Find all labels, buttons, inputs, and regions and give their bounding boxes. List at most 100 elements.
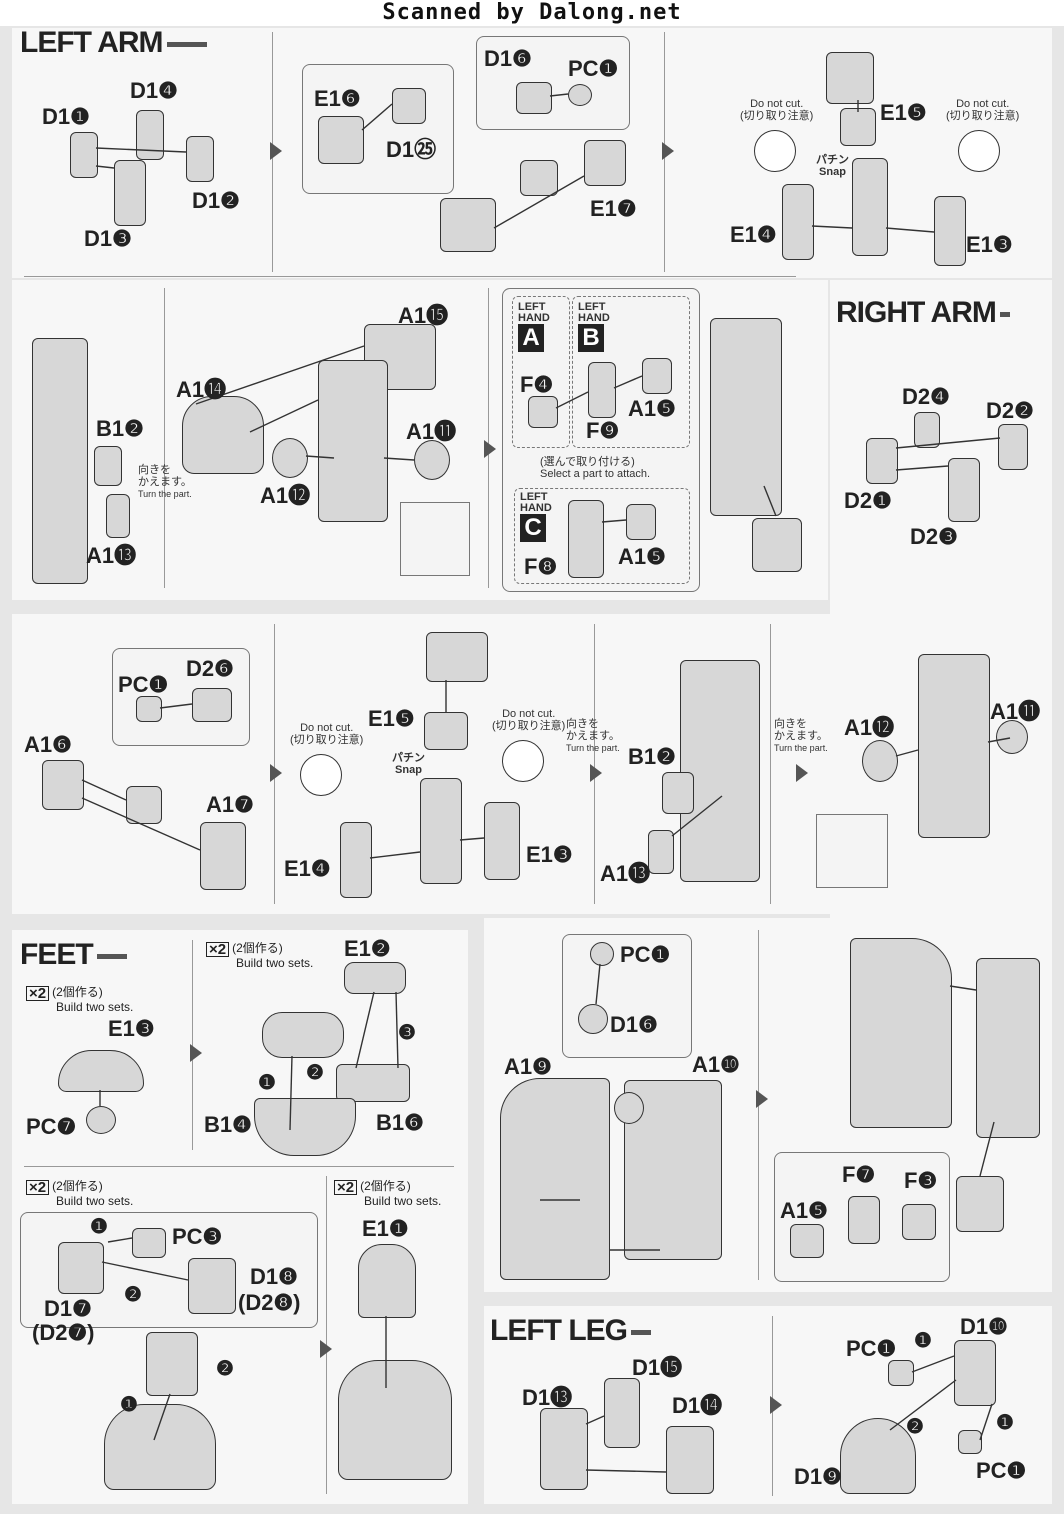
- part-shape: [340, 822, 372, 898]
- part-shape: [186, 136, 214, 182]
- part-shape: [338, 1360, 452, 1480]
- part-label: A1❼: [206, 792, 254, 817]
- do-not-cut-icon: [754, 130, 796, 172]
- part-label: F❾: [586, 418, 620, 443]
- step-number: ❶: [914, 1330, 932, 1352]
- part-shape: [954, 1340, 996, 1406]
- step-number: ❶: [996, 1412, 1014, 1434]
- part-shape: [94, 446, 122, 486]
- part-shape: [752, 518, 802, 572]
- hand-option-b: [572, 296, 690, 448]
- do-not-cut-icon: [300, 754, 342, 796]
- part-label: F❹: [520, 372, 554, 397]
- build-two-note: ×2(2個作る)Build two sets.: [26, 1180, 133, 1208]
- part-label: F❽: [524, 554, 558, 579]
- part-label: D2❶: [844, 488, 892, 513]
- part-label: D2❸: [910, 524, 958, 549]
- part-shape: [604, 1378, 640, 1448]
- part-label: B1❷: [628, 744, 676, 769]
- divider: [488, 288, 489, 588]
- part-label: D1❻: [484, 46, 532, 71]
- part-shape: [840, 1418, 916, 1494]
- part-shape: [440, 198, 496, 252]
- part-label: D1❸: [84, 226, 132, 251]
- hand-option-c: [514, 488, 690, 584]
- part-shape: [626, 504, 656, 540]
- do-not-cut-icon: [502, 740, 544, 782]
- part-shape: [426, 632, 488, 682]
- part-shape: [666, 1426, 714, 1494]
- left-arm-title: LEFT ARM: [20, 26, 207, 60]
- part-label: D1⓮: [672, 1393, 723, 1418]
- step-number: ❶: [90, 1216, 108, 1238]
- part-shape: [584, 140, 626, 186]
- part-shape: [862, 740, 898, 782]
- step-number: ❷: [216, 1358, 234, 1380]
- feet-title: FEET: [20, 938, 127, 972]
- part-shape: [126, 786, 162, 824]
- part-shape: [934, 196, 966, 266]
- part-label: PC❸: [172, 1224, 223, 1249]
- part-shape: [146, 1332, 198, 1396]
- part-shape: [852, 158, 888, 256]
- part-shape: [254, 1098, 356, 1156]
- part-shape: [516, 82, 552, 114]
- part-shape: [70, 132, 98, 178]
- step-arrow-icon: [270, 142, 282, 160]
- part-label: A1⓭: [86, 543, 137, 568]
- part-shape: [182, 396, 264, 474]
- part-shape: [86, 1106, 116, 1134]
- step-arrow-icon: [320, 1340, 332, 1358]
- part-shape: [826, 52, 874, 104]
- part-label: A1⓬: [260, 483, 311, 508]
- part-shape: [318, 116, 364, 164]
- part-label: F❼: [842, 1162, 876, 1187]
- step-number: ❶: [120, 1394, 138, 1416]
- part-label: D2❷: [986, 398, 1034, 423]
- part-shape: [998, 424, 1028, 470]
- part-shape: [578, 1004, 608, 1034]
- part-label: A1⓮: [176, 377, 227, 402]
- part-label: D1❾: [794, 1464, 842, 1489]
- build-two-note: ×2(2個作る)Build two sets.: [206, 942, 313, 970]
- part-shape: [42, 760, 84, 810]
- part-shape: [528, 396, 558, 428]
- step-arrow-icon: [756, 1090, 768, 1108]
- part-shape: [648, 830, 674, 874]
- do-not-cut-icon: [958, 130, 1000, 172]
- part-label: A1⓭: [600, 861, 651, 886]
- part-label: D2❻: [186, 656, 234, 681]
- build-two-note: ×2(2個作る)Build two sets.: [26, 986, 133, 1014]
- part-shape: [568, 84, 592, 106]
- part-shape: [136, 110, 164, 160]
- scan-credit-header: Scanned by Dalong.net: [0, 0, 1064, 26]
- part-label: D1㉕: [386, 137, 437, 162]
- part-shape: [956, 1176, 1004, 1232]
- part-shape: [188, 1258, 236, 1314]
- part-label: E1❼: [590, 196, 637, 221]
- part-label: PC❶: [976, 1458, 1027, 1483]
- build-two-note: ×2(2個作る)Build two sets.: [334, 1180, 441, 1208]
- hand-option-a: [512, 296, 570, 448]
- part-label: D1❽: [250, 1264, 298, 1289]
- part-shape: [200, 822, 246, 890]
- part-shape: [58, 1050, 144, 1092]
- part-shape: [996, 720, 1028, 754]
- part-shape: [104, 1404, 216, 1490]
- step-number: ❷: [306, 1062, 324, 1084]
- part-shape: [888, 1360, 914, 1386]
- part-shape: [58, 1242, 104, 1294]
- step-arrow-icon: [270, 764, 282, 782]
- part-shape: [918, 654, 990, 838]
- part-label: A1⓯: [398, 303, 449, 328]
- part-shape: [782, 184, 814, 260]
- part-label: E1❹: [730, 222, 777, 247]
- part-shape: [840, 108, 876, 146]
- part-label: D1❹: [130, 78, 178, 103]
- part-shape: [590, 942, 614, 966]
- turn-part-note: 向きをかえます。Turn the part.: [138, 464, 192, 499]
